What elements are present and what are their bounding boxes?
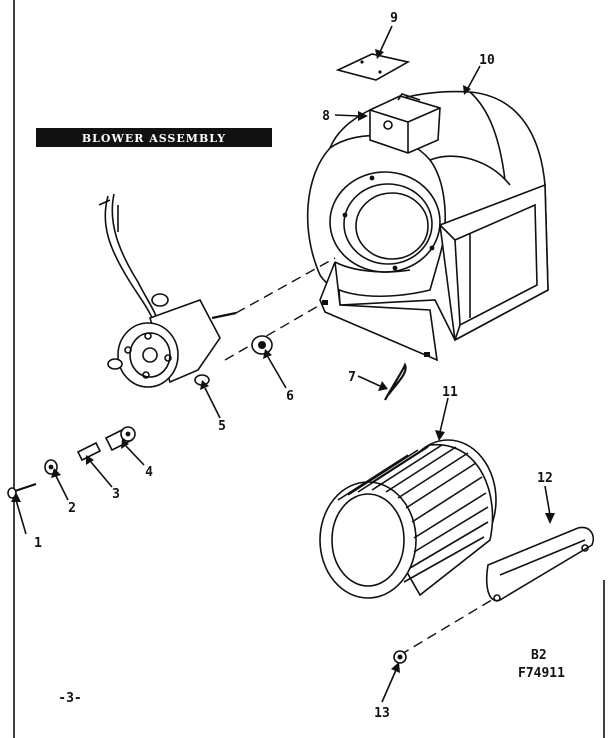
blower-housing [306, 90, 549, 362]
callout-4: 4 [145, 465, 153, 480]
figure-code-line1: B2 [531, 648, 547, 663]
callout-7: 7 [348, 370, 356, 385]
callout-8: 8 [322, 109, 330, 124]
page-number: -3- [58, 691, 81, 706]
motor [98, 193, 237, 388]
callout-11: 11 [442, 385, 458, 400]
callout-9: 9 [390, 11, 398, 26]
diagram-title: BLOWER ASSEMBLY [82, 132, 226, 145]
screw-part-13 [393, 650, 407, 664]
leader-lines [11, 25, 555, 703]
callout-3: 3 [112, 487, 120, 502]
cutoff-part-12 [485, 526, 594, 602]
figure-code-line2: F74911 [518, 666, 565, 681]
blower-wheel [319, 439, 497, 599]
clip-part-7 [384, 362, 407, 401]
callout-6: 6 [286, 389, 294, 404]
callout-5: 5 [218, 419, 226, 434]
callout-10: 10 [479, 53, 495, 68]
title-banner: BLOWER ASSEMBLY [36, 128, 272, 147]
callout-1: 1 [34, 536, 42, 551]
washer-part-6 [251, 335, 273, 355]
callout-13: 13 [374, 706, 390, 721]
align-line-bolt [224, 304, 321, 361]
junction-box [369, 93, 441, 154]
align-line-fan [399, 597, 496, 656]
callout-2: 2 [68, 501, 76, 516]
bolt-part-1 [7, 482, 37, 499]
cover-plate [335, 53, 411, 81]
spacer-part-3 [76, 441, 102, 462]
grommet-part-4 [104, 426, 136, 452]
callout-12: 12 [537, 471, 553, 486]
align-line-shaft [235, 257, 336, 314]
